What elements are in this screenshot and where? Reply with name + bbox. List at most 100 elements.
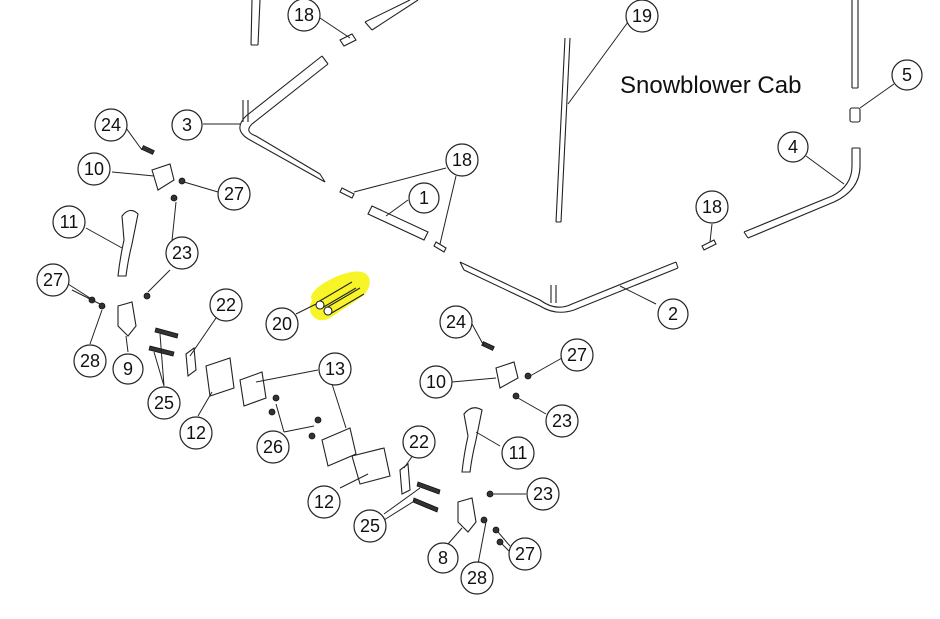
latch-12-right [351, 447, 391, 485]
svg-text:28: 28 [467, 568, 487, 588]
nut-28-right [480, 516, 488, 524]
callout-10: 10 [77, 152, 111, 186]
clamp-10-left [151, 163, 175, 191]
svg-text:22: 22 [409, 432, 429, 452]
callout-27: 27 [36, 263, 70, 297]
left-hardware [88, 145, 441, 513]
callout-27: 27 [508, 537, 542, 571]
pin-18-top [339, 33, 357, 47]
svg-text:27: 27 [515, 544, 535, 564]
callout-11: 11 [501, 436, 535, 470]
nut-27-left [178, 177, 186, 185]
svg-text:5: 5 [902, 65, 912, 85]
svg-text:19: 19 [632, 6, 652, 26]
svg-text:24: 24 [446, 312, 466, 332]
svg-text:18: 18 [294, 5, 314, 25]
latch-13-left [239, 371, 267, 407]
part-5-cap [849, 107, 861, 123]
callout-8: 8 [427, 542, 459, 574]
svg-text:18: 18 [452, 150, 472, 170]
svg-text:10: 10 [426, 372, 446, 392]
svg-text:11: 11 [509, 443, 528, 463]
callout-28: 28 [460, 561, 494, 595]
svg-text:27: 27 [224, 184, 244, 204]
pole-19 [555, 37, 571, 223]
svg-text:24: 24 [101, 115, 121, 135]
svg-text:2: 2 [668, 304, 678, 324]
callout-18: 18 [445, 143, 479, 177]
nut-26-d [308, 432, 316, 440]
callout-23: 23 [545, 404, 579, 438]
pin-18-mid [339, 187, 355, 199]
callout-27: 27 [217, 177, 251, 211]
callout-19: 19 [625, 0, 659, 33]
callout-12: 12 [179, 416, 213, 450]
svg-text:4: 4 [788, 137, 798, 157]
callout-24: 24 [439, 305, 473, 339]
callout-18: 18 [287, 0, 321, 32]
callout-24: 24 [94, 108, 128, 142]
callout-10: 10 [419, 365, 453, 399]
nut-28-left [98, 302, 106, 310]
pin-18-center [433, 241, 447, 253]
nut-23-left [170, 194, 178, 202]
nut-26-c [314, 416, 322, 424]
tube-11-right [461, 407, 483, 473]
callout-3: 3 [171, 109, 203, 141]
bolt-25-a [154, 327, 179, 339]
callout-25: 25 [353, 509, 387, 543]
callout-26: 26 [256, 430, 290, 464]
svg-text:3: 3 [182, 115, 192, 135]
svg-text:12: 12 [186, 423, 206, 443]
plate-22-right [399, 462, 411, 495]
svg-text:1: 1 [419, 188, 429, 208]
diagram-title: Snowblower Cab [620, 72, 802, 99]
right-hardware [457, 341, 532, 546]
latch-13-right [321, 427, 357, 467]
callout-22: 22 [402, 425, 436, 459]
bracket-8 [457, 497, 477, 533]
callout-18: 18 [695, 190, 729, 224]
tube-2 [459, 261, 679, 313]
callout-23: 23 [165, 236, 199, 270]
callout-28: 28 [73, 344, 107, 378]
svg-text:18: 18 [702, 197, 722, 217]
svg-text:27: 27 [567, 345, 587, 365]
bracket-9 [117, 301, 137, 337]
svg-text:11: 11 [60, 212, 79, 232]
tube-3-post [242, 100, 249, 122]
svg-text:20: 20 [272, 314, 292, 334]
callouts: 18 19 5 3 24 10 27 18 1 4 18 11 23 27 22… [36, 0, 923, 595]
tube-4 [743, 147, 861, 239]
callout-13: 13 [318, 352, 352, 386]
callout-9: 9 [112, 353, 144, 385]
latch-12-left [205, 357, 235, 397]
tube-2-post [550, 285, 557, 303]
plate-22-left [185, 346, 197, 378]
callout-1: 1 [408, 182, 440, 214]
part-20-rods [315, 281, 365, 316]
tube-1 [367, 205, 429, 241]
svg-text:8: 8 [438, 548, 448, 568]
bolt-24-left [141, 145, 155, 155]
svg-text:25: 25 [154, 393, 174, 413]
callout-4: 4 [777, 131, 809, 163]
svg-text:23: 23 [552, 411, 572, 431]
nut-23-right [512, 392, 520, 400]
callout-23: 23 [526, 477, 560, 511]
callout-25: 25 [147, 386, 181, 420]
svg-text:25: 25 [360, 516, 380, 536]
bolt-25-d [412, 497, 439, 513]
svg-text:23: 23 [533, 484, 553, 504]
callout-22: 22 [209, 288, 243, 322]
tube-11-left [117, 209, 139, 277]
svg-text:28: 28 [80, 351, 100, 371]
svg-text:13: 13 [325, 359, 345, 379]
nut-23-lower-left [143, 292, 151, 300]
callout-11: 11 [52, 205, 86, 239]
frame-parts [239, 0, 861, 313]
leader-lines [67, 17, 895, 565]
svg-text:12: 12 [314, 492, 334, 512]
pole-top-right [851, 0, 859, 89]
upper-center-tube [364, 0, 419, 31]
